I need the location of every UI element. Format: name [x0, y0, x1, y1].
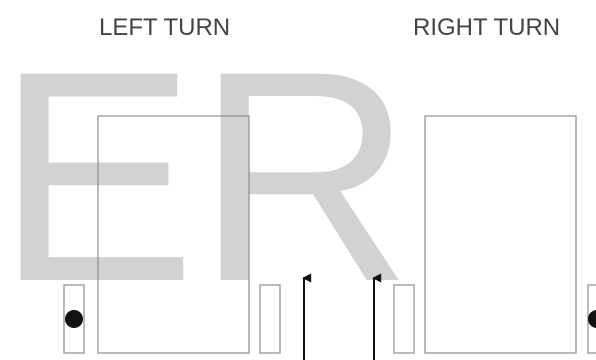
right-side-marker [393, 284, 415, 354]
left-indicator-housing [63, 284, 85, 354]
watermark-text: ER [0, 8, 413, 344]
left-turn-panel [63, 115, 312, 360]
left-side-marker [259, 284, 281, 354]
right-indicator-light [588, 310, 596, 328]
left-indicator-light [65, 310, 83, 328]
right-turn-heading: RIGHT TURN [413, 14, 560, 41]
left-vehicle-body [97, 115, 250, 354]
right-vehicle-body [424, 115, 577, 354]
right-turn-panel [372, 115, 596, 360]
left-turn-heading: LEFT TURN [99, 14, 230, 41]
